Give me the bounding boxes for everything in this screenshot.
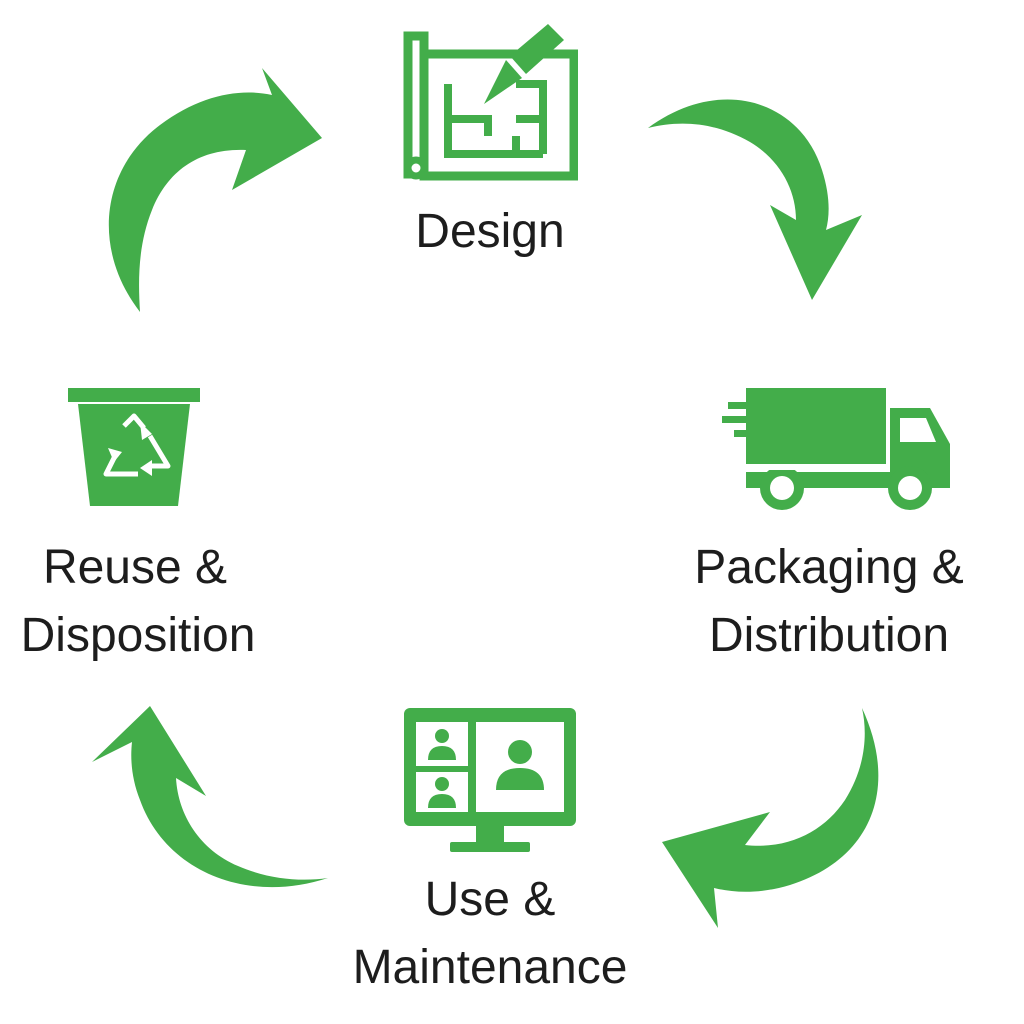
arrow-reuse-to-design-icon <box>108 68 322 312</box>
stage-label-packaging-line2: Distribution <box>708 609 950 662</box>
arrow-packaging-to-use-icon <box>662 708 879 928</box>
stage-label-reuse-line2: Disposition <box>20 609 256 662</box>
stage-label-packaging-line1: Packaging & <box>694 541 964 594</box>
stage-label-reuse-line1: Reuse & <box>42 541 228 594</box>
blueprint-pencil-icon <box>403 24 578 181</box>
recycle-bin-icon <box>68 388 200 506</box>
video-call-monitor-icon <box>404 708 576 852</box>
delivery-truck-icon <box>722 388 950 510</box>
stage-label-design: Design <box>415 205 565 258</box>
arrow-use-to-reuse-icon <box>92 706 328 888</box>
arrow-design-to-packaging-icon <box>648 99 862 300</box>
stage-label-use-line2: Maintenance <box>352 941 628 994</box>
stage-label-use-line1: Use & <box>424 873 556 926</box>
